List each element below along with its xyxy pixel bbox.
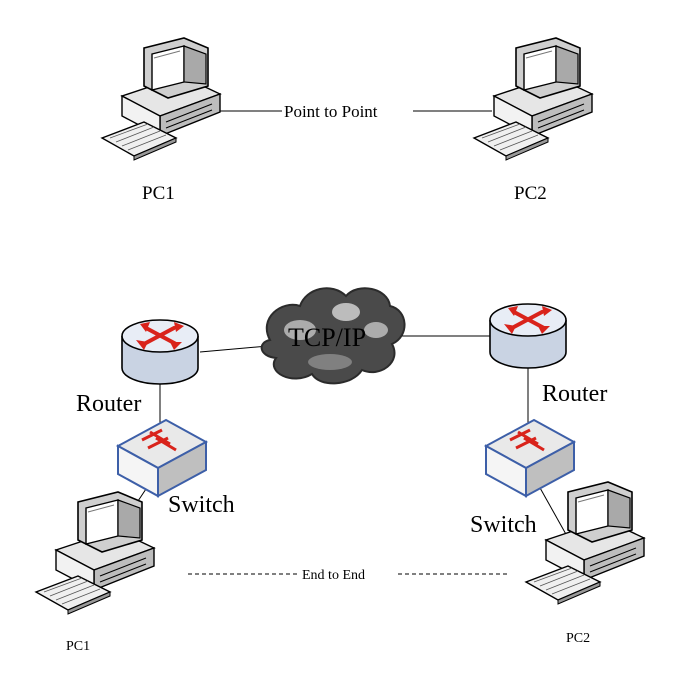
bottom-pc2-computer-icon <box>525 481 645 605</box>
right-router-label: Router <box>542 381 607 407</box>
right-switch-label: Switch <box>470 512 537 538</box>
left-switch-icon <box>116 418 208 498</box>
bottom-pc1-computer-icon <box>35 491 155 615</box>
right-switch-icon <box>484 418 576 498</box>
left-router-to-cloud-line <box>199 345 269 353</box>
tcpip-cloud-label: TCP/IP <box>288 323 366 352</box>
right-router-icon <box>488 302 568 370</box>
bottom-pc2-label: PC2 <box>566 631 590 646</box>
left-router-label: Router <box>76 391 141 417</box>
top-pc1-label: PC1 <box>142 183 175 204</box>
left-switch-label: Switch <box>168 492 235 518</box>
top-pc1-computer-icon <box>101 37 221 161</box>
bottom-end-to-end-diagram: TCP/IP Router Router Switch Switch PC1 P… <box>35 287 645 654</box>
bottom-pc1-label: PC1 <box>66 639 90 654</box>
point-to-point-label: Point to Point <box>284 102 378 121</box>
end-to-end-label: End to End <box>302 568 365 583</box>
top-pc2-label: PC2 <box>514 183 547 204</box>
tcpip-cloud-icon <box>260 287 406 385</box>
top-pc2-computer-icon <box>473 37 593 161</box>
left-router-icon <box>120 318 200 386</box>
top-point-to-point-diagram: Point to Point PC1 PC2 <box>101 37 593 204</box>
